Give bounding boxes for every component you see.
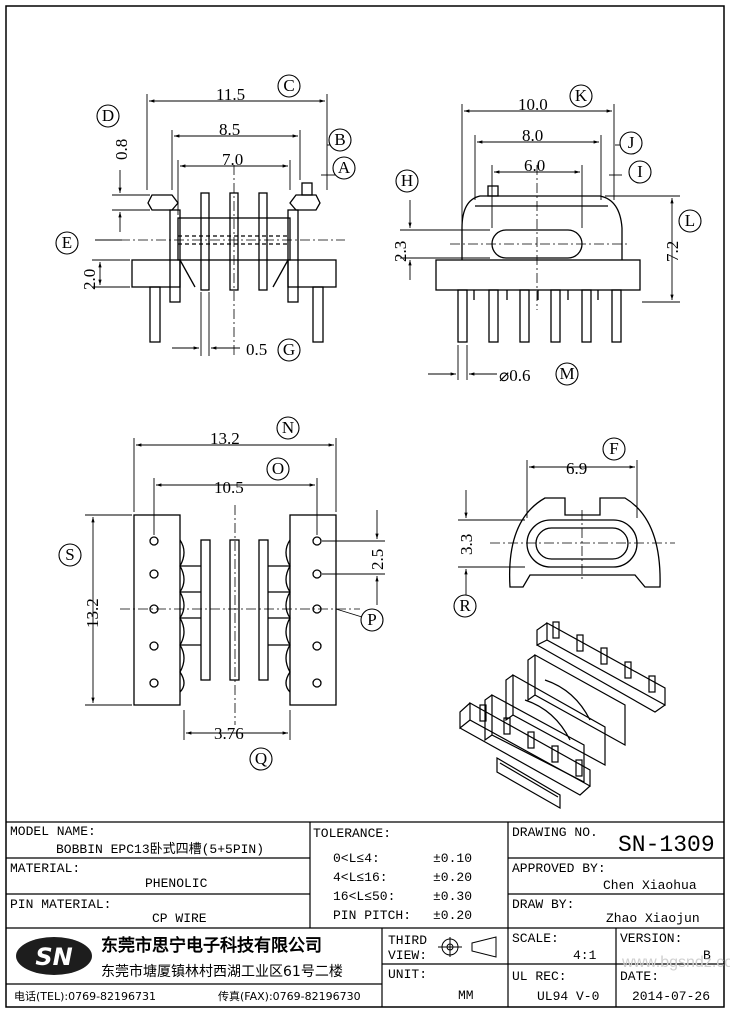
dim-pin-pitch: 2.5: [368, 549, 387, 570]
side-centerline: [450, 165, 630, 310]
company-address: 东莞市塘厦镇林村西湖工业区61号二楼: [101, 963, 343, 980]
svg-text:A: A: [338, 158, 351, 177]
company-logo: SN: [16, 937, 92, 975]
svg-text:H: H: [401, 171, 413, 190]
drawing-number: SN-1309: [618, 832, 715, 858]
version-value: B: [703, 948, 711, 963]
side-view: [435, 185, 641, 343]
version-label: VERSION:: [620, 931, 682, 946]
material-value: PHENOLIC: [145, 876, 208, 891]
svg-text:P: P: [367, 610, 376, 629]
dim-flange-thickness: 0.8: [112, 139, 131, 160]
dim-side-total-height: 7.2: [663, 241, 682, 262]
tolerance-value-4: ±0.20: [433, 908, 472, 923]
isometric-view: [459, 621, 666, 810]
tolerance-label: TOLERANCE:: [313, 826, 391, 841]
svg-text:I: I: [637, 162, 643, 181]
model-label: MODEL NAME:: [10, 824, 96, 839]
svg-text:N: N: [282, 418, 294, 437]
svg-text:M: M: [559, 364, 574, 383]
dim-side-core-width: 8.0: [522, 126, 543, 145]
pin-material-value: CP WIRE: [152, 911, 207, 926]
front-centerline: [120, 165, 345, 355]
svg-text:L: L: [685, 211, 695, 230]
unit-value: MM: [458, 988, 474, 1003]
approved-value: Chen Xiaohua: [603, 878, 697, 893]
material-label: MATERIAL:: [10, 861, 80, 876]
third-angle-symbol-icon: [438, 936, 497, 958]
title-block-grid: [6, 821, 724, 1007]
svg-text:Q: Q: [255, 749, 267, 768]
dim-inner-width: 7.0: [222, 150, 243, 169]
svg-text:G: G: [283, 340, 295, 359]
svg-text:E: E: [62, 233, 72, 252]
tolerance-range-1: 0<L≤4:: [333, 851, 380, 866]
dim-top-length: 13.2: [210, 429, 240, 448]
dim-pin-diameter: ⌀0.6: [499, 366, 531, 385]
dim-pin-width: 0.5: [246, 340, 267, 359]
date-label: DATE:: [620, 969, 659, 984]
title-block-text: MODEL NAME: BOBBIN EPC13卧式四槽(5+5PIN) MAT…: [10, 824, 711, 1004]
page-border: [5, 5, 725, 1008]
dim-top-pin-span: 10.5: [214, 478, 244, 497]
date-value: 2014-07-26: [632, 989, 710, 1004]
pin-material-label: PIN MATERIAL:: [10, 897, 111, 912]
watermark: www.bgsndz.com: [621, 954, 730, 971]
dim-core-width: 8.5: [219, 120, 240, 139]
drawing-no-label: DRAWING NO.: [512, 825, 598, 840]
side-dimensions: [400, 104, 680, 380]
dim-base-height: 2.0: [80, 269, 99, 290]
svg-text:C: C: [283, 76, 294, 95]
svg-text:S: S: [65, 545, 74, 564]
dim-slot-width: 3.76: [214, 724, 244, 743]
draw-label: DRAW BY:: [512, 897, 574, 912]
tolerance-value-2: ±0.20: [433, 870, 472, 885]
top-dimensions: [85, 438, 385, 740]
company-name: 东莞市思宁电子科技有限公司: [101, 935, 322, 956]
company-phone: 电话(TEL):0769-82196731: [14, 990, 156, 1003]
tolerance-range-2: 4<L≤16:: [333, 870, 388, 885]
callout-letters: A B C D E F G H I J K L M N O P Q R S: [62, 76, 695, 768]
approved-label: APPROVED BY:: [512, 861, 606, 876]
end-view: [508, 497, 661, 588]
scale-label: SCALE:: [512, 931, 559, 946]
dim-top-height: 13.2: [83, 598, 102, 628]
svg-text:D: D: [102, 106, 114, 125]
svg-text:R: R: [459, 596, 471, 615]
dim-end-height: 3.3: [457, 534, 476, 555]
tolerance-range-4: PIN PITCH:: [333, 908, 411, 923]
svg-text:B: B: [334, 130, 345, 149]
end-dimensions: [458, 460, 638, 595]
dim-overall-width: 11.5: [216, 85, 245, 104]
view-label-1: THIRD: [388, 933, 427, 948]
company-fax: 传真(FAX):0769-82196730: [218, 989, 361, 1003]
scale-value: 4:1: [573, 948, 597, 963]
tolerance-value-1: ±0.10: [433, 851, 472, 866]
svg-text:F: F: [609, 439, 618, 458]
unit-label: UNIT:: [388, 967, 427, 982]
svg-text:K: K: [575, 86, 588, 105]
svg-text:J: J: [628, 133, 635, 152]
dim-end-width: 6.9: [566, 459, 587, 478]
tolerance-range-3: 16<L≤50:: [333, 889, 395, 904]
model-value: BOBBIN EPC13卧式四槽(5+5PIN): [56, 842, 264, 857]
svg-text:SN: SN: [35, 943, 72, 971]
front-view: [131, 182, 337, 343]
draw-value: Zhao Xiaojun: [606, 911, 700, 926]
front-dimensions: [92, 94, 338, 356]
view-label-2: VIEW:: [388, 948, 427, 963]
ul-label: UL REC:: [512, 969, 567, 984]
dim-side-inner-width: 6.0: [524, 156, 545, 175]
top-view: [133, 514, 337, 706]
top-centerline: [120, 505, 360, 725]
callouts: [55, 74, 702, 771]
svg-text:O: O: [272, 459, 284, 478]
ul-value: UL94 V-0: [537, 989, 599, 1004]
end-centerline: [490, 510, 675, 580]
dim-side-slot-height: 2.3: [391, 241, 410, 262]
dim-side-width: 10.0: [518, 95, 548, 114]
tolerance-value-3: ±0.30: [433, 889, 472, 904]
